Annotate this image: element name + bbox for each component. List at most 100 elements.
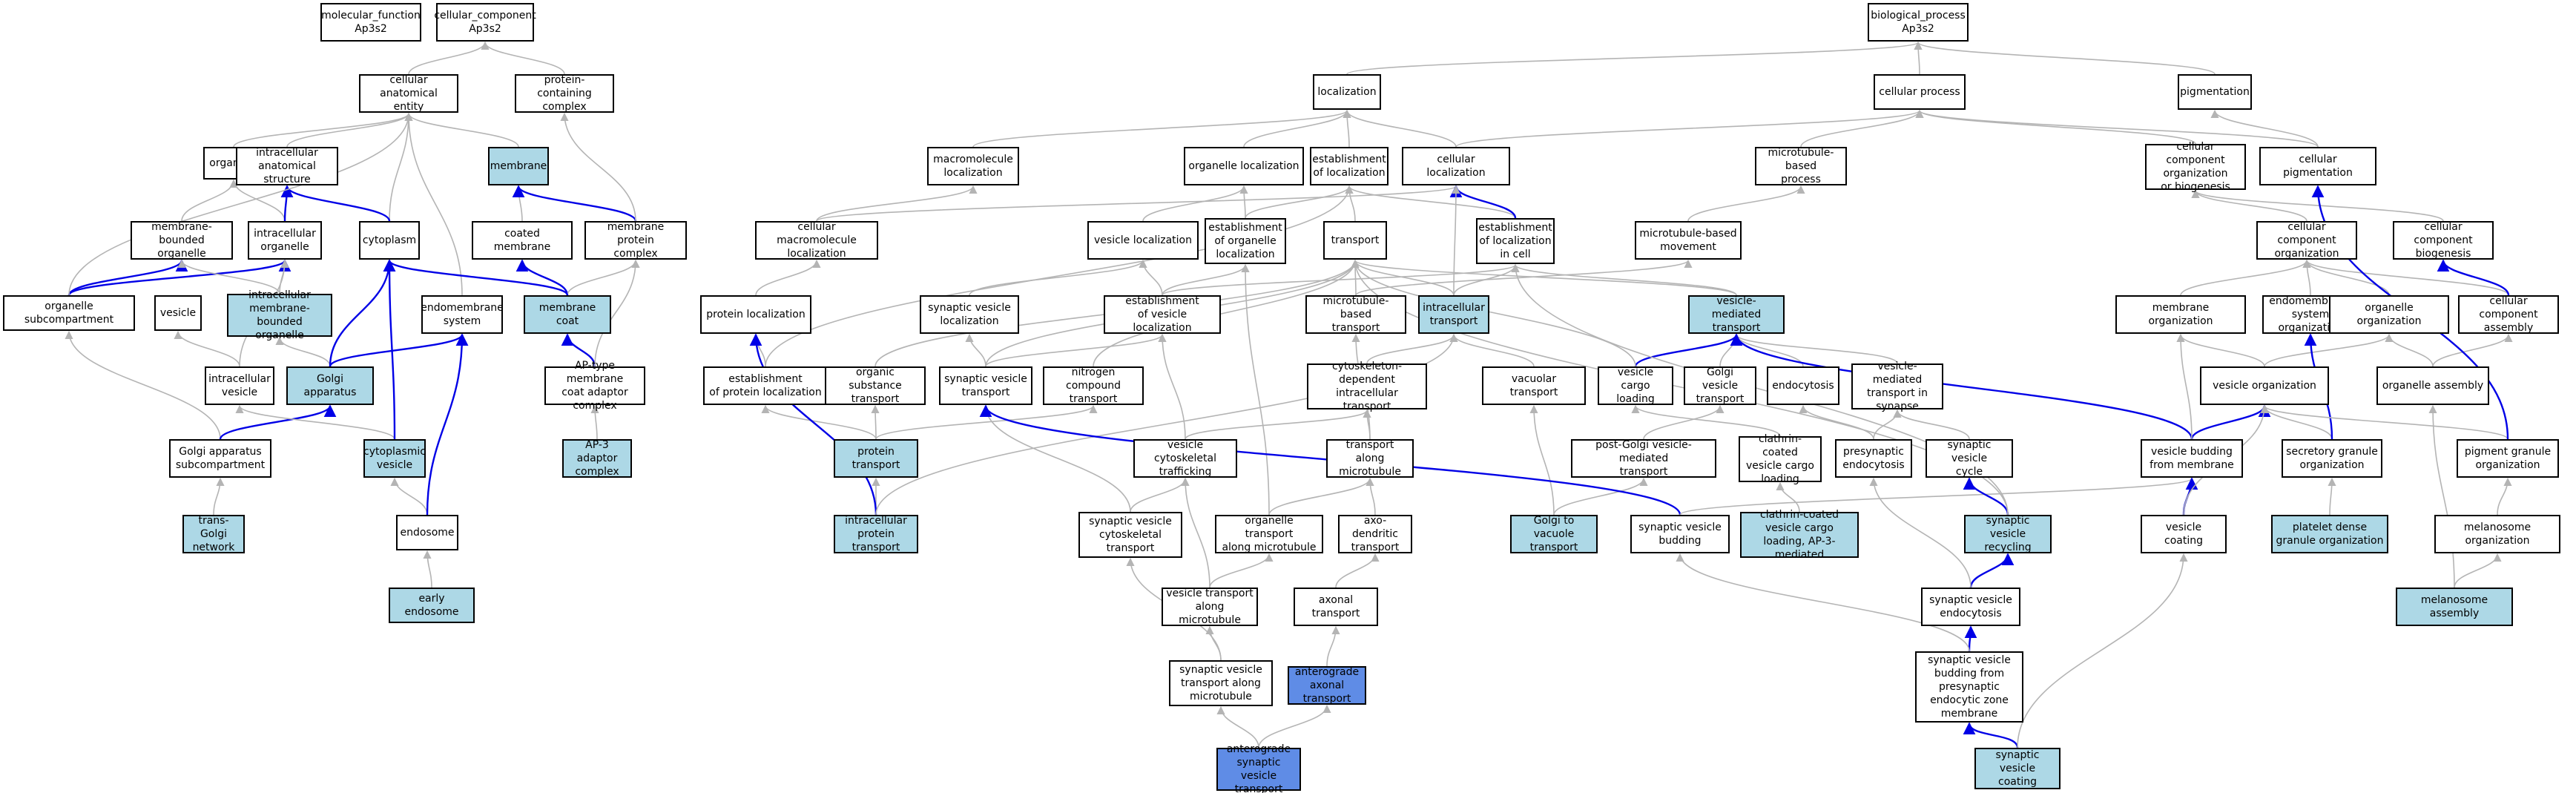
term-node-synaptic-vesicle-coating[interactable]: synaptic vesicle coating (1974, 748, 2061, 789)
term-node-axonal-transport[interactable]: axonal transport (1294, 588, 1378, 626)
term-node-cellular-component-organization[interactable]: cellular component organization (2256, 221, 2357, 260)
term-node-cellular-pigmentation[interactable]: cellular pigmentation (2259, 147, 2376, 185)
term-node-synaptic-vesicle-budding-presynaptic[interactable]: synaptic vesicle budding from presynapti… (1915, 651, 2023, 723)
term-node-membrane-protein-complex[interactable]: membrane protein complex (584, 221, 687, 260)
term-node-establishment-of-localization-in-cell[interactable]: establishment of localization in cell (1476, 218, 1555, 264)
term-node-establishment-of-vesicle-localization[interactable]: establishment of vesicle localization (1104, 295, 1221, 334)
term-node-establishment-of-protein-localization[interactable]: establishment of protein localization (703, 366, 828, 405)
term-node-vesicle-cytoskeletal-trafficking[interactable]: vesicle cytoskeletal trafficking (1133, 439, 1237, 478)
term-node-intracellular-vesicle[interactable]: intracellular vesicle (205, 366, 274, 405)
term-node-intracellular-organelle[interactable]: intracellular organelle (248, 221, 322, 260)
term-node-synaptic-vesicle-recycling[interactable]: synaptic vesicle recycling (1964, 515, 2052, 553)
term-node-melanosome-assembly[interactable]: melanosome assembly (2396, 588, 2513, 626)
term-node-microtubule-based-process[interactable]: microtubule-based process (1755, 147, 1847, 185)
term-node-intracellular-mb-organelle[interactable]: intracellular membrane-bounded organelle (227, 289, 332, 341)
edge-intracellular-vesicle-to-vesicle (174, 330, 240, 367)
term-node-vesicle-coating[interactable]: vesicle coating (2141, 515, 2227, 553)
term-node-establishment-of-localization[interactable]: establishment of localization (1310, 147, 1389, 185)
term-node-vesicle-organization[interactable]: vesicle organization (2200, 366, 2329, 405)
term-node-organelle-assembly[interactable]: organelle assembly (2376, 366, 2489, 405)
term-node-organelle-localization[interactable]: organelle localization (1184, 147, 1304, 185)
edge-endosome-to-cytoplasmic-vesicle (390, 477, 428, 516)
term-node-anterograde-synaptic-vesicle-transport[interactable]: anterograde synaptic vesicle transport (1216, 743, 1301, 793)
term-node-presynaptic-endocytosis[interactable]: presynaptic endocytosis (1835, 439, 1912, 478)
term-node-coated-membrane[interactable]: coated membrane (472, 221, 573, 260)
term-node-endomembrane-system[interactable]: endomembrane system (421, 295, 504, 334)
term-node-cytoplasmic-vesicle[interactable]: cytoplasmic vesicle (363, 439, 426, 478)
term-node-synaptic-vesicle-transport[interactable]: synaptic vesicle transport (939, 366, 1032, 405)
term-node-cellular-macromolecule-localization[interactable]: cellular macromolecule localization (755, 221, 878, 260)
term-node-microtubule-based-transport[interactable]: microtubule-based transport (1305, 295, 1406, 334)
term-node-endosome[interactable]: endosome (396, 515, 458, 550)
term-node-post-golgi-vesicle-mediated-transport[interactable]: post-Golgi vesicle-mediated transport (1571, 439, 1716, 478)
term-node-transport[interactable]: transport (1323, 221, 1387, 260)
term-node-transport-along-microtubule[interactable]: transport along microtubule (1326, 439, 1414, 478)
term-node-microtubule-based-movement[interactable]: microtubule-based movement (1635, 221, 1742, 260)
term-node-organelle-transport-along-microtubule[interactable]: organelle transport along microtubule (1215, 515, 1323, 553)
term-node-cytoskeleton-dependent-intracellular-transport[interactable]: cytoskeleton-dependent intracellular tra… (1307, 361, 1427, 412)
term-node-clathrin-coated-vesicle-cargo-loading[interactable]: clathrin-coated vesicle cargo loading (1739, 433, 1822, 485)
term-node-membrane-coat[interactable]: membrane coat (524, 295, 611, 334)
term-node-pigmentation[interactable]: pigmentation (2178, 74, 2252, 110)
edge-transport-along-microtubule-to-cytoskeleton-dependent-intracellular-transport (1363, 409, 1371, 440)
term-node-intracellular-protein-transport[interactable]: intracellular protein transport (834, 515, 918, 553)
term-node-biological-process[interactable]: biological_process Ap3s2 (1868, 3, 1969, 42)
term-node-protein-localization[interactable]: protein localization (700, 295, 811, 334)
term-node-clathrin-coated-vesicle-cargo-loading-ap3[interactable]: clathrin-coated vesicle cargo loading, A… (1740, 509, 1859, 561)
term-node-secretory-granule-organization[interactable]: secretory granule organization (2282, 439, 2382, 478)
term-node-vesicle-cargo-loading[interactable]: vesicle cargo loading (1598, 366, 1673, 405)
term-node-vesicle-localization[interactable]: vesicle localization (1087, 221, 1199, 260)
term-node-cellular-process[interactable]: cellular process (1874, 74, 1966, 110)
term-node-protein-transport[interactable]: protein transport (834, 439, 918, 478)
edge-membrane-bounded-organelle-to-organelle (181, 179, 238, 222)
term-node-protein-containing-complex[interactable]: protein-containing complex (515, 74, 614, 113)
term-node-membrane[interactable]: membrane (488, 147, 549, 185)
term-node-synaptic-vesicle-budding[interactable]: synaptic vesicle budding (1630, 515, 1730, 553)
term-node-macromolecule-localization[interactable]: macromolecule localization (927, 147, 1019, 185)
term-node-synaptic-vesicle-endocytosis[interactable]: synaptic vesicle endocytosis (1921, 588, 2020, 626)
term-node-establishment-of-organelle-localization[interactable]: establishment of organelle localization (1205, 218, 1286, 264)
term-node-synaptic-vesicle-cycle[interactable]: synaptic vesicle cycle (1926, 439, 2013, 478)
term-node-golgi-apparatus-subcompartment[interactable]: Golgi apparatus subcompartment (169, 439, 271, 478)
term-node-anterograde-axonal-transport[interactable]: anterograde axonal transport (1288, 666, 1366, 705)
term-node-melanosome-organization[interactable]: melanosome organization (2434, 515, 2560, 553)
term-node-organelle-organization[interactable]: organelle organization (2329, 295, 2449, 334)
term-node-organelle-subcompartment[interactable]: organelle subcompartment (3, 295, 135, 331)
term-node-trans-golgi-network[interactable]: trans-Golgi network (182, 515, 245, 553)
term-node-vesicle[interactable]: vesicle (154, 295, 202, 331)
term-node-cellular-anatomical-entity[interactable]: cellular anatomical entity (359, 74, 458, 113)
term-node-golgi-apparatus[interactable]: Golgi apparatus (286, 366, 374, 405)
term-node-nitrogen-compound-transport[interactable]: nitrogen compound transport (1043, 366, 1144, 405)
term-node-cellular-component-biogenesis[interactable]: cellular component biogenesis (2393, 221, 2494, 260)
term-node-organic-substance-transport[interactable]: organic substance transport (825, 366, 926, 405)
term-node-cellular-component-org-or-biogenesis[interactable]: cellular component organization or bioge… (2145, 141, 2246, 193)
term-node-golgi-vesicle-transport[interactable]: Golgi vesicle transport (1684, 366, 1756, 405)
term-node-intracellular-anatomical-structure[interactable]: intracellular anatomical structure (236, 147, 338, 185)
term-node-vacuolar-transport[interactable]: vacuolar transport (1482, 366, 1586, 405)
term-node-golgi-to-vacuole-transport[interactable]: Golgi to vacuole transport (1510, 515, 1598, 553)
term-node-axo-dendritic-transport[interactable]: axo-dendritic transport (1338, 515, 1412, 553)
term-node-early-endosome[interactable]: early endosome (389, 588, 475, 623)
term-node-membrane-organization[interactable]: membrane organization (2115, 295, 2246, 334)
term-node-cytoplasm[interactable]: cytoplasm (359, 221, 420, 260)
term-node-intracellular-transport[interactable]: intracellular transport (1418, 295, 1489, 334)
term-node-vesicle-mediated-transport-in-synapse[interactable]: vesicle-mediated transport in synapse (1851, 361, 1943, 412)
term-node-pigment-granule-organization[interactable]: pigment granule organization (2457, 439, 2559, 478)
term-node-localization[interactable]: localization (1313, 74, 1381, 110)
term-node-platelet-dense-granule-organization[interactable]: platelet dense granule organization (2271, 515, 2388, 553)
term-node-membrane-bounded-organelle[interactable]: membrane-bounded organelle (131, 221, 233, 260)
term-node-synaptic-vesicle-transport-along-microtubule[interactable]: synaptic vesicle transport along microtu… (1169, 660, 1273, 706)
term-node-vesicle-mediated-transport[interactable]: vesicle-mediated transport (1688, 295, 1785, 334)
term-node-ap3-adaptor-complex[interactable]: AP-3 adaptor complex (562, 439, 632, 478)
term-node-ap-type-membrane-coat[interactable]: AP-type membrane coat adaptor complex (544, 360, 645, 412)
edge-golgi-apparatus-subcompartment-to-golgi-apparatus (219, 404, 337, 440)
term-node-cellular-component[interactable]: cellular_component Ap3s2 (434, 3, 536, 42)
term-node-cellular-component-assembly[interactable]: cellular component assembly (2458, 295, 2559, 334)
term-node-cellular-localization[interactable]: cellular localization (1402, 147, 1510, 185)
term-node-synaptic-vesicle-localization[interactable]: synaptic vesicle localization (920, 295, 1019, 334)
term-node-synaptic-vesicle-cytoskeletal-transport[interactable]: synaptic vesicle cytoskeletal transport (1078, 512, 1182, 558)
term-node-vesicle-transport-along-microtubule[interactable]: vesicle transport along microtubule (1162, 588, 1258, 626)
term-node-endocytosis[interactable]: endocytosis (1767, 366, 1839, 405)
term-node-vesicle-budding-from-membrane[interactable]: vesicle budding from membrane (2141, 439, 2243, 478)
term-node-molecular-function[interactable]: molecular_function Ap3s2 (320, 3, 421, 42)
